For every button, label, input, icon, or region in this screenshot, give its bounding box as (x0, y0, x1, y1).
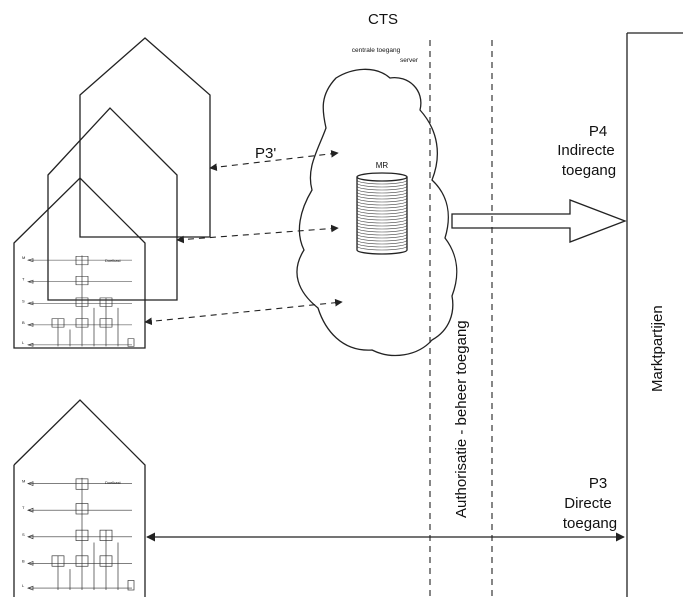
cts-cloud (296, 68, 458, 357)
mr-ring (356, 182, 408, 188)
mr-ring (356, 230, 408, 236)
cts-subtitle-1: centrale toegang (352, 47, 401, 54)
mr-ring (356, 194, 408, 200)
schematic-side-label: T (22, 505, 25, 510)
schematic-side-label: M (22, 479, 25, 484)
schematic-side-label: S (22, 298, 25, 303)
mr-ring (356, 215, 408, 221)
mr-ring (356, 200, 408, 206)
house-front (13, 177, 146, 349)
schematic-side-label: B (22, 558, 25, 563)
mr-repository (356, 172, 408, 255)
mr-ring (356, 227, 408, 233)
p4-line2: toegang (562, 162, 616, 179)
metering-schematic-direct (27, 477, 135, 591)
mr-ring (356, 203, 408, 209)
mr-ring (356, 233, 408, 239)
schematic-side-label: B (22, 320, 25, 325)
p3prime-label: P3' (255, 145, 276, 162)
auth-zone-label: Authorisatie - beheer toegang (453, 320, 470, 518)
mr-ring (356, 221, 408, 227)
mr-ring (356, 206, 408, 212)
p4-indirect-arrow (451, 199, 627, 243)
mr-ring (356, 191, 408, 197)
p4-line1: Indirecte (557, 142, 615, 159)
market-parties-label: Marktpartijen (649, 305, 666, 392)
house-middle (47, 107, 178, 301)
schematic-label: Doelkast (105, 258, 121, 263)
schematic-label-direct: Doelkast (105, 480, 121, 485)
p3prime-arrow-2 (176, 224, 339, 244)
mr-label: MR (376, 161, 389, 170)
cts-subtitle-2: server (400, 57, 419, 64)
cts-title: CTS (368, 11, 398, 28)
schematic-side-label: L (22, 583, 25, 588)
mr-ring (356, 242, 408, 248)
mr-ring (356, 197, 408, 203)
mr-ring (356, 209, 408, 215)
mr-ring (356, 245, 408, 251)
mr-ring (356, 188, 408, 194)
schematic-side-label: L (22, 340, 25, 345)
p4-code: P4 (589, 123, 607, 140)
mr-ring (356, 218, 408, 224)
mr-ring (356, 224, 408, 230)
metering-schematic (27, 255, 135, 347)
p3-line2: toegang (563, 515, 617, 532)
house-direct (13, 399, 146, 597)
mr-ring (356, 239, 408, 245)
schematic-side-label: M (22, 255, 25, 260)
p3-code: P3 (589, 475, 607, 492)
mr-ring (356, 179, 408, 185)
mr-ring (356, 185, 408, 191)
mr-ring (356, 212, 408, 218)
p3-line1: Directe (564, 495, 612, 512)
schematic-side-label: T (22, 277, 25, 282)
mr-ring (356, 236, 408, 242)
p3prime-arrow-3 (144, 298, 343, 326)
market-parties-box (626, 32, 683, 597)
house-back (79, 37, 211, 238)
schematic-side-label: S (22, 532, 25, 537)
